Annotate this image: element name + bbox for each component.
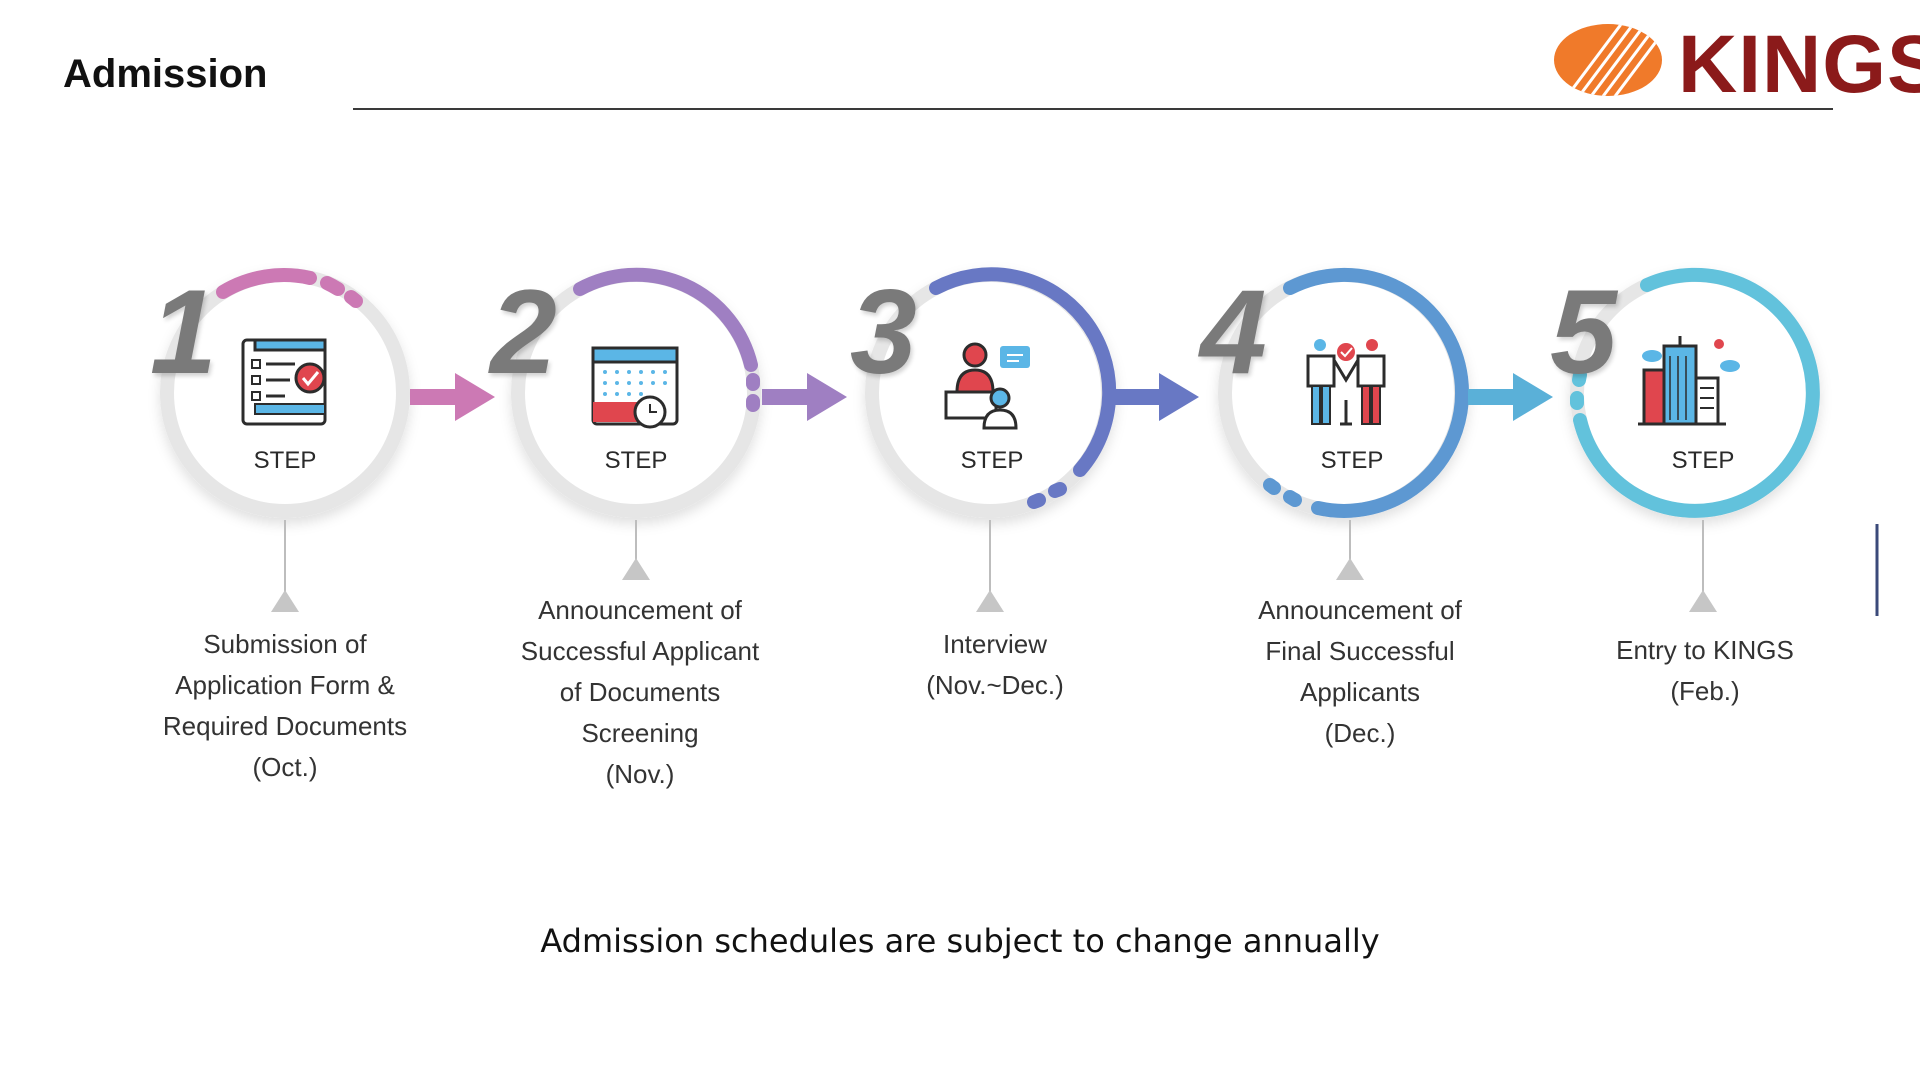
step-5-connector [1689,520,1717,612]
step-4-ring [1218,267,1470,518]
arrow-step2-to-step3 [762,373,847,421]
arrow-step3-to-step4 [1114,373,1199,421]
interview-icon [944,342,1030,430]
step-2-caption-line: Successful Applicant [520,636,760,666]
step-4-caption-line: Applicants [1300,677,1420,707]
step-3-caption: Interview (Nov.~Dec.) [860,624,1130,706]
step-4-number: 4 [1200,265,1267,399]
step-1-caption-line: (Oct.) [252,752,318,782]
step-4-connector [1336,520,1364,580]
step-1-caption-line: Application Form & [175,670,395,700]
step-2-number: 2 [490,265,557,399]
kings-logo: KINGS [1548,16,1920,110]
page-title: Admission [63,52,268,96]
step-2-caption-line: of Documents [559,677,721,707]
step-3-caption-line: Interview [942,629,1048,659]
step-1-label: STEP [253,447,317,474]
kings-logo-mark-icon [1554,24,1662,96]
schedule-note: Admission schedules are subject to chang… [540,922,1380,960]
successful-applicants-icon [1306,339,1386,426]
title-divider [353,108,1833,110]
arrow-step4-to-step5 [1468,373,1553,421]
step-2-caption-line: Screening [581,718,699,748]
step-1-caption-line: Submission of [203,629,367,659]
step-3-label: STEP [960,447,1024,474]
step-1-connector [271,520,299,612]
step-4-caption-line: Announcement of [1258,595,1462,625]
step-2-caption-line: (Nov.) [605,759,675,789]
step-3-caption-line: (Nov.~Dec.) [926,670,1064,700]
step-2-label: STEP [604,447,668,474]
step-4-label: STEP [1320,447,1384,474]
step-4-caption: Announcement of Final Successful Applica… [1220,590,1500,754]
step-2-connector [622,520,650,580]
step-1-caption-line: Required Documents [162,711,408,741]
step-5-caption-line: Entry to KINGS [1616,635,1794,665]
step-3-number: 3 [850,265,917,399]
step-2-caption-line: Announcement of [538,595,742,625]
step-5-caption-line: (Feb.) [1670,676,1740,706]
application-form-icon [241,338,327,426]
step-5-label: STEP [1671,447,1735,474]
step-2-caption: Announcement of Successful Applicant of … [490,590,790,795]
step-1-caption: Submission of Application Form & Require… [140,624,430,788]
step-5-caption: Entry to KINGS (Feb.) [1570,630,1840,712]
arrow-step1-to-step2 [410,373,495,421]
calendar-icon [591,346,679,429]
step-1-number: 1 [150,265,217,399]
step-4-caption-line: (Dec.) [1324,718,1396,748]
campus-building-icon [1638,336,1740,426]
step-4-caption-line: Final Successful [1265,636,1455,666]
step-5-number: 5 [1550,265,1617,399]
step-3-connector [976,520,1004,612]
kings-logo-text: KINGS [1678,19,1920,110]
